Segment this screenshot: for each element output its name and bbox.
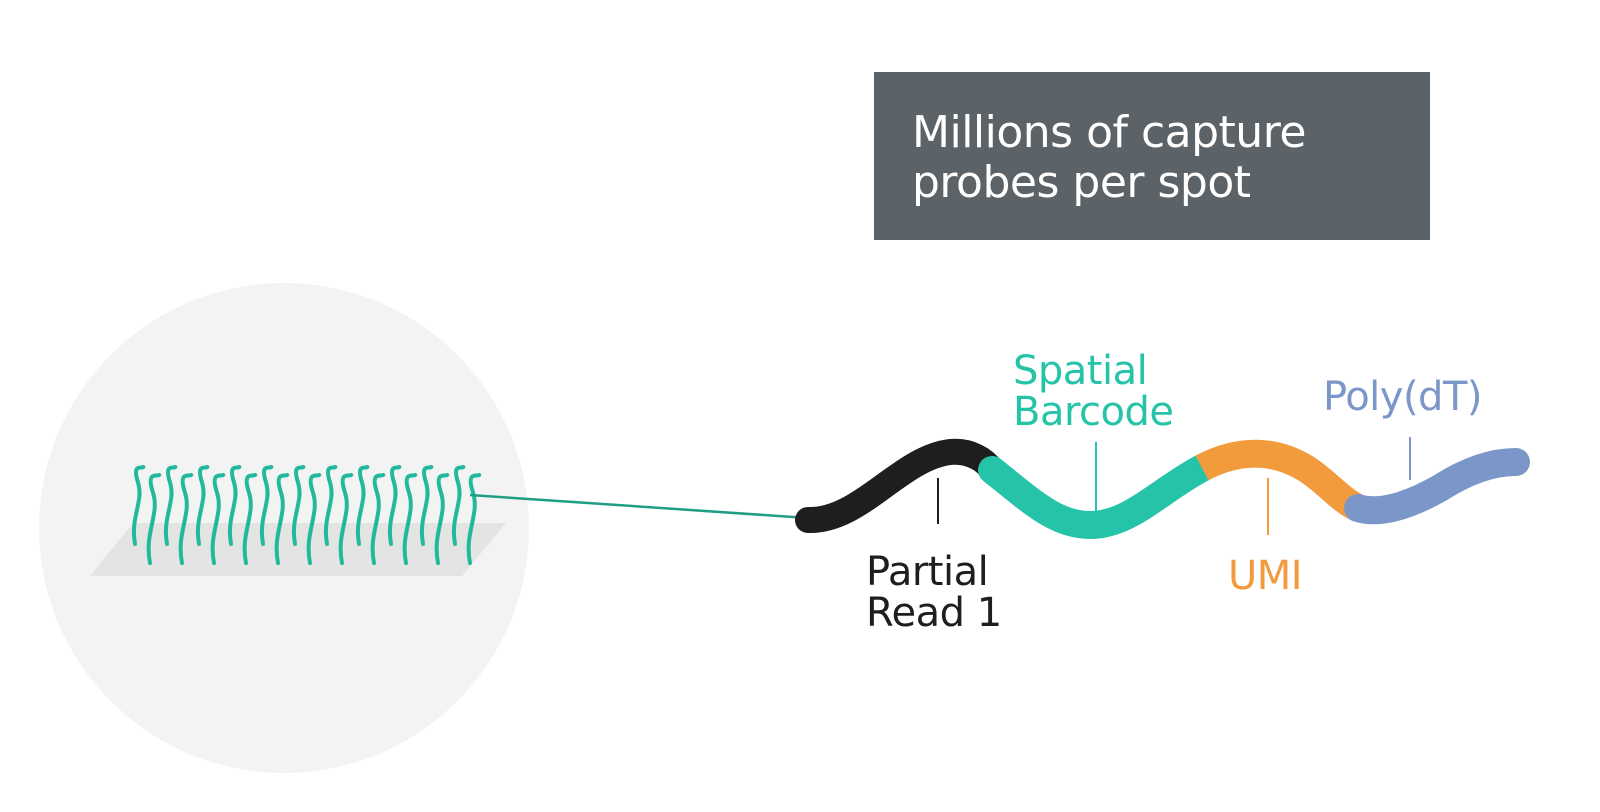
probe-strand [370, 473, 386, 565]
probe-strand [338, 473, 354, 565]
title-line-1: Millions of capture [912, 107, 1306, 158]
label-poly-dt-text: Poly(dT) [1323, 374, 1483, 420]
probe-strand [259, 465, 274, 546]
probe-strand [451, 465, 466, 546]
probe-strand [274, 473, 290, 565]
label-poly-dt: Poly(dT) [1323, 374, 1483, 420]
probe-strand [402, 473, 418, 565]
probe-strand [434, 473, 450, 565]
probe-segment-umi [1195, 439, 1365, 521]
title-line-2: probes per spot [912, 157, 1251, 208]
probe-segment-poly-dt [1344, 448, 1530, 525]
probe-segment-spatial-barcode [978, 454, 1216, 540]
label-partial-read-line-2: Read 1 [866, 590, 1002, 636]
label-partial-read: Partial Read 1 [866, 552, 1002, 634]
probe-strand [323, 465, 338, 546]
probe-segment-partial-read [795, 438, 1005, 533]
probe-strand [291, 465, 306, 546]
connector-line [469, 493, 809, 520]
label-umi-text: UMI [1228, 553, 1303, 599]
probe-strand [210, 473, 226, 565]
slide-surface [90, 523, 506, 576]
label-umi: UMI [1228, 553, 1303, 599]
probe-strand [242, 473, 258, 565]
title-box: Millions of capture probes per spot [874, 72, 1430, 240]
probe-strand [178, 473, 194, 565]
probe-strand [306, 473, 322, 565]
probe-strand [131, 465, 146, 546]
probe-strand [227, 465, 242, 546]
probe-strand [163, 465, 178, 546]
label-spatial-barcode-line-2: Barcode [1013, 389, 1174, 435]
probe-strand-array [131, 465, 482, 565]
probe-strand [195, 465, 210, 546]
probe-strand [387, 465, 402, 546]
probe-strand [419, 465, 434, 546]
probe-strand [355, 465, 370, 546]
label-partial-read-line-1: Partial [866, 549, 989, 595]
label-spatial-barcode-line-1: Spatial [1013, 348, 1148, 394]
probe-strand [146, 473, 162, 565]
probe-strand [466, 473, 482, 565]
label-spatial-barcode: Spatial Barcode [1013, 348, 1174, 435]
